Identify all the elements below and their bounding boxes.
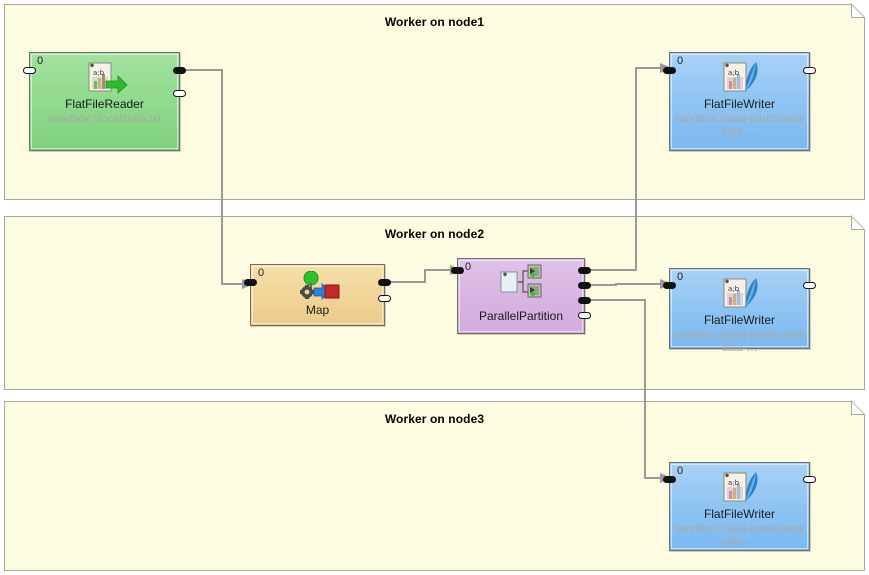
node-subtitle: sandbox://data-partitioned/data-… bbox=[674, 523, 805, 548]
worker-title-node1: Worker on node1 bbox=[384, 15, 485, 29]
port-out-2[interactable] bbox=[578, 297, 591, 304]
port-in-0[interactable] bbox=[663, 282, 676, 289]
flat-file-reader-icon: a;b bbox=[30, 61, 179, 97]
port-in-0[interactable] bbox=[451, 267, 464, 274]
node-subtitle: sandbox://data-partitioned/data-… bbox=[674, 329, 805, 354]
node-index: 0 bbox=[677, 55, 684, 67]
node-label: FlatFileReader bbox=[65, 97, 144, 111]
fold-corner-icon bbox=[851, 4, 865, 18]
worker-title-node2: Worker on node2 bbox=[384, 227, 485, 241]
fold-corner-icon bbox=[851, 216, 865, 230]
node-parallel-partition[interactable]: 0 ParallelPa bbox=[451, 258, 591, 334]
node-label: Map bbox=[305, 303, 330, 317]
port-in-0[interactable] bbox=[663, 476, 676, 483]
node-flat-file-reader[interactable]: 0 a;b FlatFileReader sandbox://local/dat… bbox=[23, 52, 186, 151]
port-out-0[interactable] bbox=[578, 267, 591, 274]
svg-text:a;b: a;b bbox=[728, 69, 740, 77]
node-index: 0 bbox=[677, 465, 684, 477]
port-out-0[interactable] bbox=[803, 67, 816, 74]
flat-file-writer-icon: a;b bbox=[670, 277, 809, 313]
node-index: 0 bbox=[37, 55, 44, 67]
node-flat-file-writer-2[interactable]: 0 a;b FlatFileWriter sandbox://data-part… bbox=[663, 268, 816, 354]
port-out-1[interactable] bbox=[578, 282, 591, 289]
node-label: FlatFileWriter bbox=[703, 313, 776, 327]
port-in-0[interactable] bbox=[663, 67, 676, 74]
node-flat-file-writer-3[interactable]: 0 a;b FlatFileWriter sandbox://data-part… bbox=[663, 462, 816, 551]
port-in-0[interactable] bbox=[244, 279, 257, 286]
parallel-partition-icon bbox=[458, 264, 584, 298]
port-out-0[interactable] bbox=[803, 282, 816, 289]
port-out-0[interactable] bbox=[173, 67, 186, 74]
svg-text:a;b: a;b bbox=[93, 69, 105, 77]
fold-corner-icon bbox=[851, 401, 865, 415]
node-index: 0 bbox=[465, 261, 472, 273]
flat-file-writer-icon: a;b bbox=[670, 61, 809, 97]
node-map[interactable]: 0 Map bbox=[244, 264, 391, 326]
node-index: 0 bbox=[677, 271, 684, 283]
svg-text:a;b: a;b bbox=[728, 479, 740, 487]
port-out-3[interactable] bbox=[578, 312, 591, 319]
node-index: 0 bbox=[258, 267, 265, 279]
svg-text:a;b: a;b bbox=[728, 285, 740, 293]
node-flat-file-writer-1[interactable]: 0 a;b FlatFileWriter sandbox://data-part… bbox=[663, 52, 816, 151]
node-label: FlatFileWriter bbox=[703, 507, 776, 521]
worker-title-node3: Worker on node3 bbox=[384, 412, 485, 426]
port-out-0[interactable] bbox=[378, 279, 391, 286]
node-label: ParallelPartition bbox=[478, 309, 564, 323]
port-out-0[interactable] bbox=[803, 476, 816, 483]
node-subtitle: sandbox://local/data.txt bbox=[48, 113, 161, 125]
map-transform-icon bbox=[251, 271, 384, 301]
node-subtitle: sandbox://data-partitioned/data-… bbox=[674, 113, 805, 138]
node-label: FlatFileWriter bbox=[703, 97, 776, 111]
port-out-1[interactable] bbox=[173, 90, 186, 97]
port-in-0[interactable] bbox=[23, 67, 36, 74]
port-out-1[interactable] bbox=[378, 295, 391, 302]
flat-file-writer-icon: a;b bbox=[670, 471, 809, 507]
